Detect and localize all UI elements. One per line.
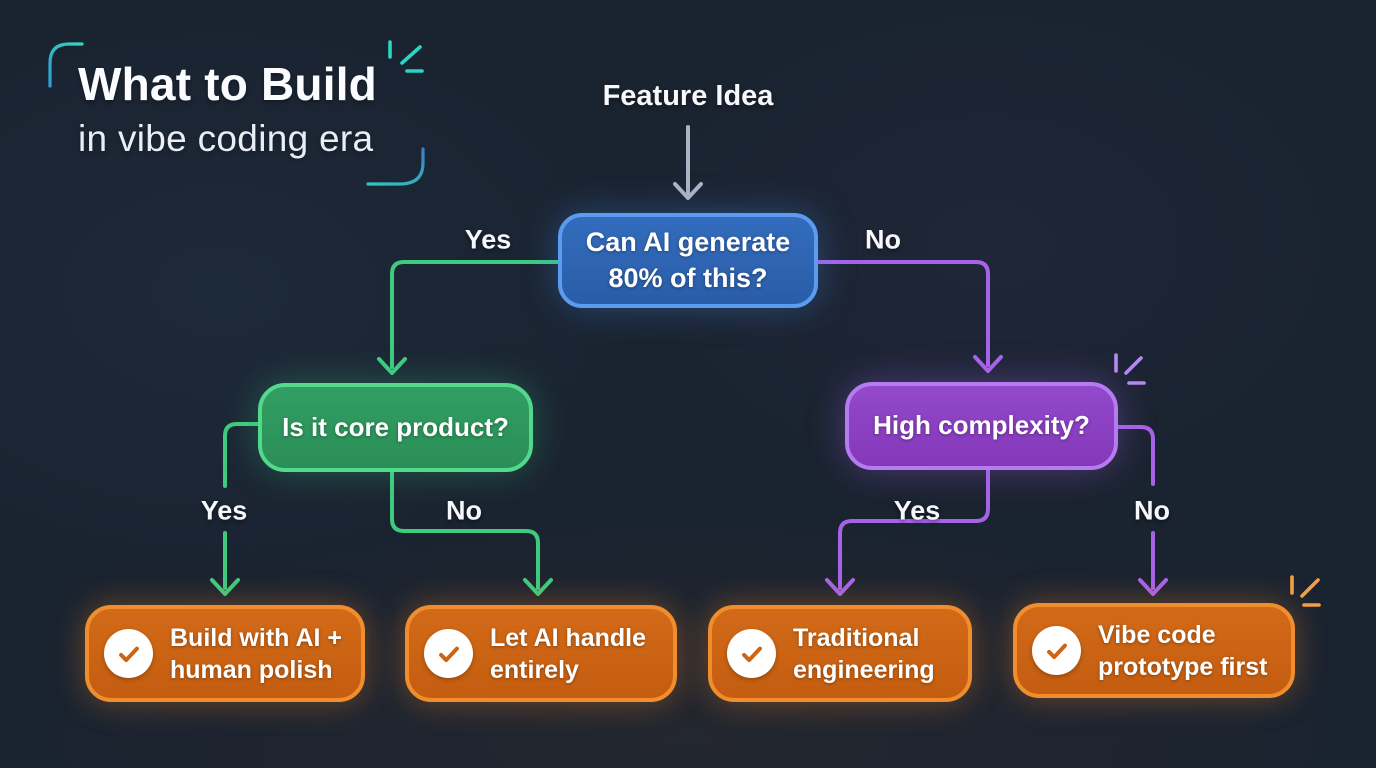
page-title: What to Build [78, 58, 377, 110]
edge-q3-no-to-outcome4 [1116, 425, 1168, 596]
edge-label-q2-yes: Yes [200, 495, 248, 526]
outcome-build-with-ai-human-polish: Build with AI + human polish [85, 605, 365, 702]
edge-start-to-q1 [673, 125, 703, 200]
edge-q2-yes-to-outcome1 [210, 422, 260, 596]
edge-label-q1-no: No [865, 224, 901, 255]
start-node-label: Feature Idea [602, 80, 774, 112]
edge-q1-no-to-q3 [816, 260, 1003, 373]
decision-can-ai-generate-text: Can AI generate 80% of this? [585, 227, 791, 293]
outcome-label: Vibe code prototype first [1098, 620, 1268, 681]
decision-high-complexity: High complexity? [845, 382, 1118, 470]
edge-q1-yes-to-q2 [377, 260, 560, 375]
edge-label-q3-no: No [1134, 495, 1170, 526]
outcome-label: Let AI handle entirely [490, 623, 647, 684]
page-subtitle: in vibe coding era [78, 118, 374, 160]
decision-high-complexity-text: High complexity? [873, 410, 1090, 441]
outcome-traditional-engineering: Traditional engineering [708, 605, 972, 702]
outcome-vibe-code-prototype-first: Vibe code prototype first [1013, 603, 1295, 698]
edge-label-q2-no: No [446, 495, 482, 526]
check-icon [104, 629, 153, 678]
sparkle-icon-orange [1290, 575, 1321, 607]
sparkle-icon-teal [388, 40, 424, 73]
sparkle-icon-purple [1114, 353, 1146, 385]
title-bracket-bottom-right [366, 147, 425, 186]
edge-q3-yes-to-outcome3 [825, 468, 990, 596]
check-icon [424, 629, 473, 678]
outcome-let-ai-handle-entirely: Let AI handle entirely [405, 605, 677, 702]
check-icon [1032, 626, 1081, 675]
decision-can-ai-generate: Can AI generate 80% of this? [558, 213, 818, 308]
title-bracket-top-left [48, 42, 84, 88]
edge-label-q1-yes: Yes [464, 224, 512, 255]
outcome-label: Build with AI + human polish [170, 623, 342, 684]
outcome-label: Traditional engineering [793, 623, 935, 684]
check-icon [727, 629, 776, 678]
title-block: What to Build in vibe coding era [78, 60, 377, 160]
edge-q2-no-to-outcome2 [390, 470, 553, 596]
decision-is-core-product-text: Is it core product? [282, 411, 509, 442]
decision-is-core-product: Is it core product? [258, 383, 533, 472]
edge-label-q3-yes: Yes [893, 495, 941, 526]
